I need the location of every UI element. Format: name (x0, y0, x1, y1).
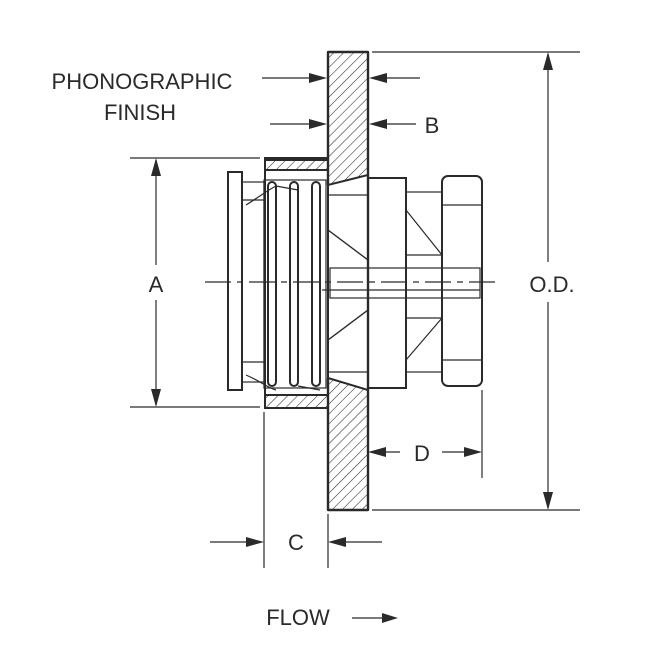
dim-b-label: B (425, 113, 440, 138)
flow-label: FLOW (266, 605, 330, 630)
flow-arrow (352, 613, 398, 623)
phonographic-finish-label-line1: PHONOGRAPHIC (52, 69, 233, 94)
dim-c-label: C (288, 530, 304, 555)
dimension-d (368, 390, 483, 478)
phonographic-finish-label-line2: FINISH (104, 100, 176, 125)
dimension-a (130, 157, 260, 408)
dim-od-label: O.D. (529, 272, 574, 297)
dim-d-label: D (414, 441, 430, 466)
guide-stem (322, 194, 481, 373)
body-housing (264, 157, 329, 409)
phonographic-finish-pointer (262, 73, 420, 83)
dimension-b (270, 119, 416, 129)
flange-upper (264, 51, 369, 187)
dimension-od (372, 51, 580, 511)
dim-a-label: A (149, 272, 164, 297)
flange-section (264, 50, 370, 512)
spring (245, 179, 327, 391)
flange-lower (264, 376, 369, 511)
dimension-c (210, 412, 382, 568)
